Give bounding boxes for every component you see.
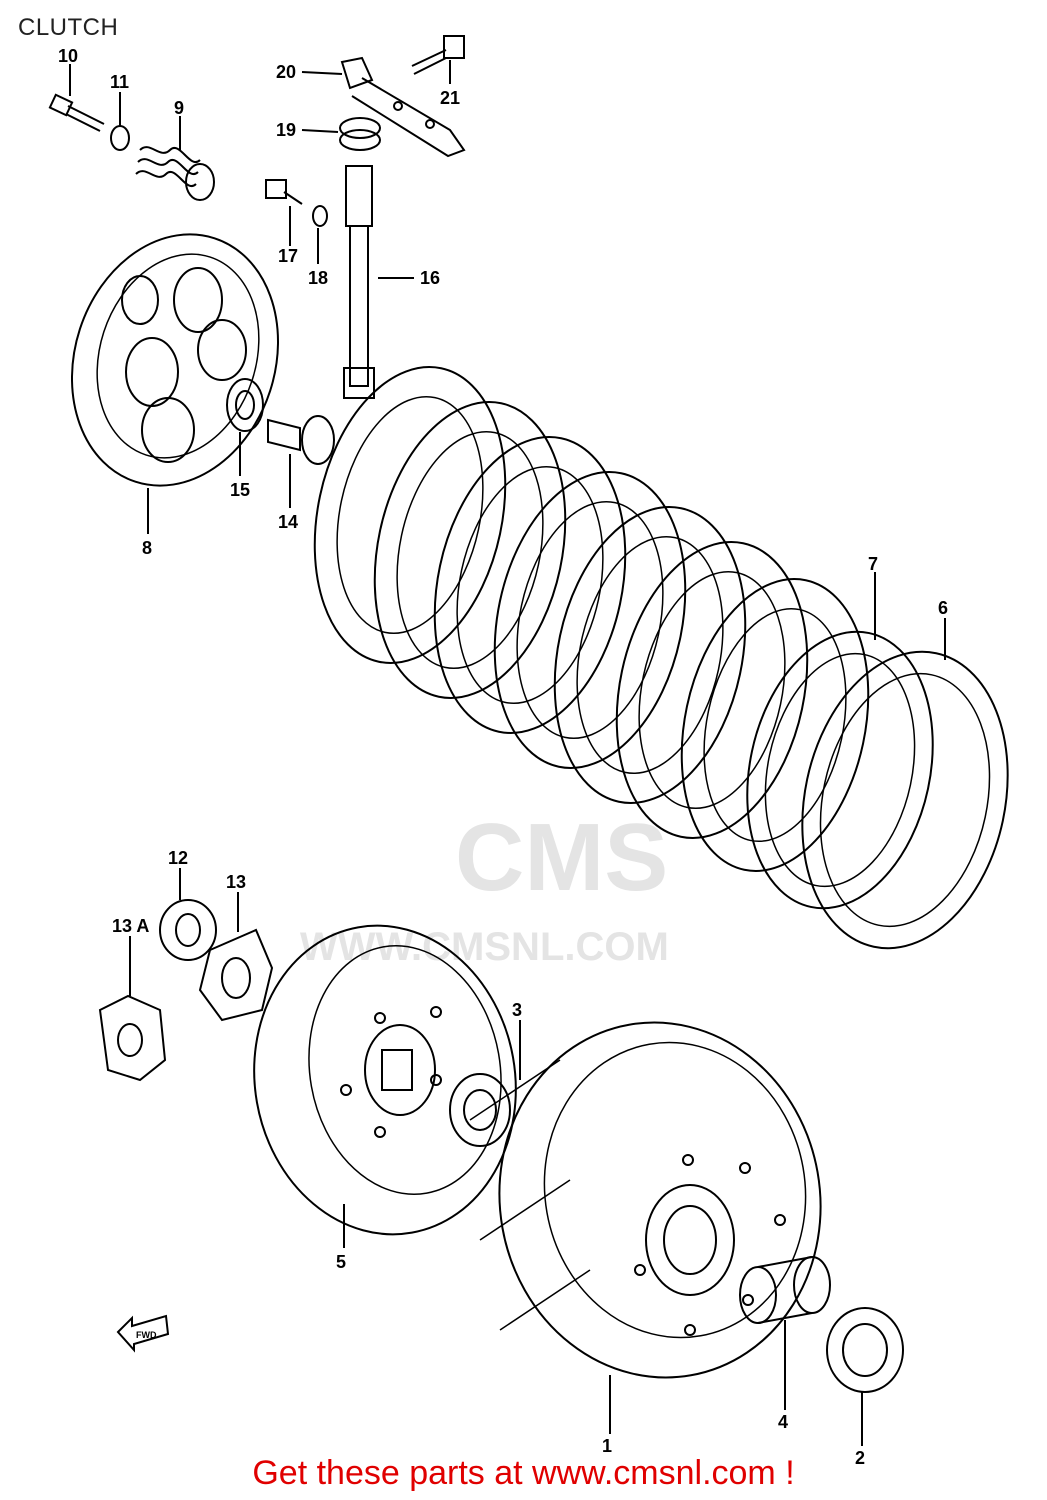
clutch-plate-stack bbox=[313, 366, 870, 872]
callout-5: 5 bbox=[336, 1252, 346, 1272]
footer-promo-text[interactable]: Get these parts at www.cmsnl.com ! bbox=[252, 1454, 795, 1492]
bolt-part-17 bbox=[265, 179, 303, 205]
bearing-part-15 bbox=[226, 378, 264, 432]
friction-plate-part-6 bbox=[801, 650, 1009, 950]
callout-8: 8 bbox=[142, 538, 152, 558]
washer-part-18 bbox=[312, 205, 328, 227]
thrust-washer-part-2 bbox=[826, 1307, 904, 1393]
push-piece-part-14 bbox=[267, 415, 335, 465]
callout-11: 11 bbox=[110, 72, 129, 92]
washer-part-3 bbox=[449, 1073, 511, 1147]
bolt-part-21 bbox=[411, 35, 465, 75]
page-title: CLUTCH bbox=[18, 14, 119, 41]
clutch-sleeve-hub-part-5 bbox=[253, 924, 517, 1236]
pressure-plate-part-8 bbox=[70, 233, 280, 487]
washer-part-11 bbox=[110, 125, 130, 151]
callout-2: 2 bbox=[855, 1448, 865, 1468]
callout-16: 16 bbox=[420, 268, 440, 288]
plain-plate-part-7 bbox=[746, 630, 934, 910]
watermark-site: WWW.CMSNL.COM bbox=[300, 925, 669, 969]
callout-12: 12 bbox=[168, 848, 188, 868]
bolt-part-10 bbox=[48, 93, 105, 132]
callout-10: 10 bbox=[58, 46, 78, 66]
callout-13a: 13 A bbox=[112, 916, 149, 936]
callout-20: 20 bbox=[276, 62, 296, 82]
callout-21: 21 bbox=[440, 88, 460, 108]
callout-numbers: 10 11 9 20 21 19 16 17 18 15 14 8 7 6 12… bbox=[58, 46, 948, 1468]
watermark: CMS WWW.CMSNL.COM bbox=[300, 804, 669, 969]
callout-4: 4 bbox=[778, 1412, 788, 1432]
callout-7: 7 bbox=[868, 554, 878, 574]
nut-part-12 bbox=[159, 899, 217, 961]
primary-driven-gear-part-1 bbox=[469, 1021, 822, 1379]
lever-part-20 bbox=[340, 56, 466, 158]
callout-leaders bbox=[69, 60, 946, 1446]
forward-direction-label: FWD bbox=[136, 1330, 157, 1340]
callout-14: 14 bbox=[278, 512, 298, 532]
callout-9: 9 bbox=[174, 98, 184, 118]
spring-part-9 bbox=[135, 146, 215, 201]
lock-washer-part-13a bbox=[98, 994, 167, 1082]
callout-18: 18 bbox=[308, 268, 328, 288]
callout-19: 19 bbox=[276, 120, 296, 140]
callout-17: 17 bbox=[278, 246, 298, 266]
shaft-part-16 bbox=[343, 165, 375, 399]
needle-bearing-part-4 bbox=[739, 1256, 831, 1324]
callout-3: 3 bbox=[512, 1000, 522, 1020]
forward-direction-arrow: FWD bbox=[116, 1314, 170, 1353]
callout-15: 15 bbox=[230, 480, 250, 500]
seal-part-19 bbox=[339, 117, 381, 151]
watermark-logo: CMS bbox=[455, 804, 668, 911]
lock-washer-part-13 bbox=[198, 928, 274, 1022]
callout-6: 6 bbox=[938, 598, 948, 618]
callout-1: 1 bbox=[602, 1436, 612, 1456]
callout-13: 13 bbox=[226, 872, 246, 892]
